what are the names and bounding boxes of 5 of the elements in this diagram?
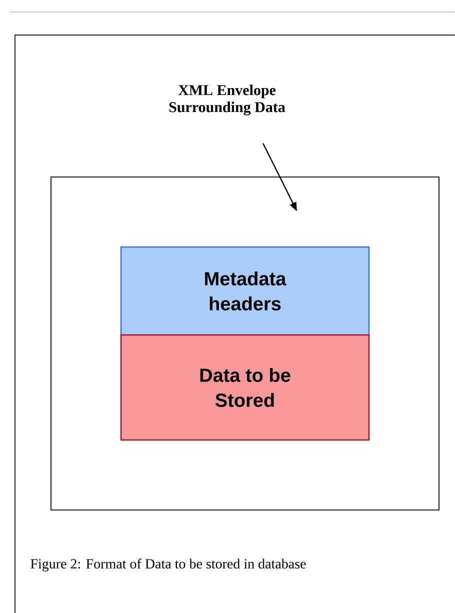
- data-box: Data to be Stored: [120, 334, 370, 441]
- envelope-box: [50, 176, 440, 511]
- envelope-label: XML Envelope Surrounding Data: [169, 84, 286, 116]
- metadata-box: Metadata headers: [120, 246, 370, 336]
- figure-caption: Figure 2: Format of Data to be stored in database: [30, 558, 306, 572]
